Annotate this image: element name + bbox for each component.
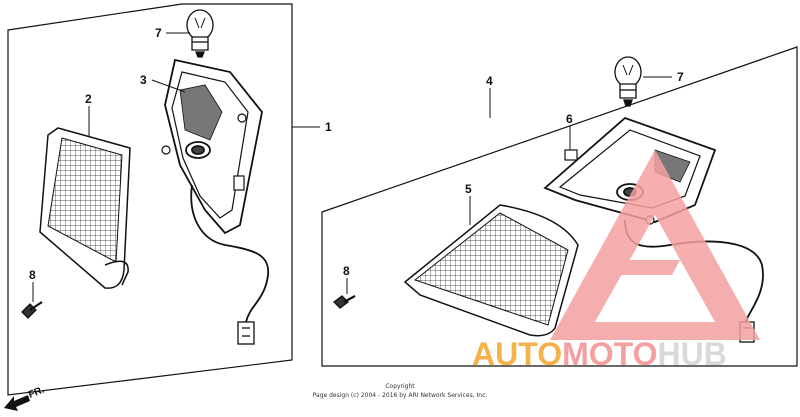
callout-1-left: 1	[325, 120, 332, 134]
watermark-logo	[550, 150, 760, 340]
housing-left	[161, 58, 263, 235]
callout-8-left: 8	[29, 268, 36, 282]
bulb-right	[614, 56, 642, 107]
lens-left	[39, 127, 131, 289]
callout-2-left: 2	[85, 92, 92, 106]
copyright-line-2: Page design (c) 2004 - 2016 by ARI Netwo…	[313, 392, 488, 399]
watermark-word-auto: AUTO	[472, 336, 562, 372]
screw-left	[21, 301, 43, 319]
callout-4-right: 4	[486, 74, 493, 88]
watermark-word-moto: MOTO	[562, 336, 657, 372]
front-direction-indicator: FR.	[4, 384, 46, 411]
bulb-left	[186, 9, 214, 58]
watermark-triangle-icon	[550, 150, 760, 340]
connector-left	[237, 321, 255, 345]
assembly-frame-left	[7, 3, 293, 396]
wire-left	[190, 184, 269, 323]
callout-7-left: 7	[155, 26, 162, 40]
watermark-text: AUTOMOTOHUB	[472, 336, 727, 372]
copyright-line-1: Copyright	[385, 383, 415, 390]
screw-right	[333, 295, 356, 309]
callout-7-right: 7	[677, 70, 684, 84]
assembly-frame-right	[321, 46, 798, 367]
front-arrow-icon	[4, 395, 30, 411]
leader-3-left	[151, 79, 186, 93]
callout-8-right: 8	[343, 264, 350, 278]
callout-3-left: 3	[140, 73, 147, 87]
lens-right	[403, 204, 579, 337]
callout-6-right: 6	[566, 112, 573, 126]
callout-5-right: 5	[465, 182, 472, 196]
watermark-word-hub: HUB	[657, 336, 726, 372]
front-label: FR.	[27, 384, 46, 400]
